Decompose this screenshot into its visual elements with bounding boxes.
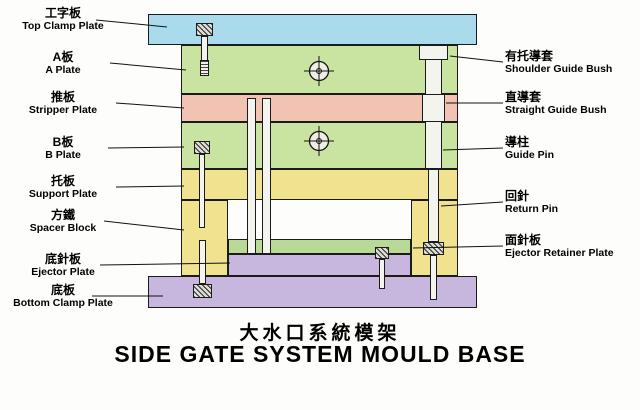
label-support-plate: 托板 Support Plate <box>0 174 126 201</box>
ejector-screw-shaft <box>379 259 385 289</box>
label-stripper-plate: 推板 Stripper Plate <box>0 90 126 117</box>
label-bottom-clamp-plate: 底板 Bottom Clamp Plate <box>0 283 126 310</box>
screw-shaft-mid-left <box>199 154 205 228</box>
label-en: B Plate <box>45 149 81 161</box>
screw-shaft-bottom-left <box>199 240 206 284</box>
label-cn: B板 <box>52 135 74 149</box>
label-guide-pin: 導柱 Guide Pin <box>505 135 639 162</box>
shoulder-guide-bush <box>419 45 448 60</box>
label-return-pin: 回針 Return Pin <box>505 189 639 216</box>
label-cn: 直導套 <box>505 90 542 104</box>
label-shoulder-guide-bush: 有托導套 Shoulder Guide Bush <box>505 49 639 76</box>
label-top-clamp-plate: 工字板 Top Clamp Plate <box>0 6 126 33</box>
label-en: Guide Pin <box>505 149 555 161</box>
screw-thread-top-left-icon <box>200 60 209 76</box>
label-cn: 導柱 <box>505 135 530 149</box>
label-cn: 工字板 <box>44 6 81 20</box>
label-en: A Plate <box>45 64 81 76</box>
label-cn: A板 <box>52 50 74 64</box>
label-cn: 有托導套 <box>505 49 554 63</box>
support-plate <box>181 169 458 200</box>
label-en: Bottom Clamp Plate <box>13 297 113 309</box>
label-en: Ejector Plate <box>31 266 95 278</box>
socket-screw-front-top-icon <box>304 56 334 86</box>
label-b-plate: B板 B Plate <box>0 135 126 162</box>
label-ejector-retainer-plate: 面針板 Ejector Retainer Plate <box>505 233 639 260</box>
screw-head-top-left-icon <box>196 23 213 36</box>
socket-screw-front-bottom-icon <box>304 126 334 156</box>
label-a-plate: A板 A Plate <box>0 50 126 77</box>
label-cn: 底板 <box>50 283 75 297</box>
diagram-title-chinese: 大水口系統模架 <box>239 323 401 344</box>
label-ejector-plate: 底針板 Ejector Plate <box>0 252 126 279</box>
ejector-retainer-plate <box>228 239 411 254</box>
return-pin-center <box>262 98 271 254</box>
diagram-title-english: SIDE GATE SYSTEM MOULD BASE <box>114 341 526 367</box>
screw-head-bottom-left-icon <box>193 284 212 298</box>
screw-head-mid-left-icon <box>194 141 210 154</box>
leader-support-plate <box>115 185 185 188</box>
screw-head-right-icon <box>423 242 444 255</box>
return-pin-right <box>428 169 439 242</box>
screw-shaft-top-left <box>201 36 208 62</box>
return-pin-left <box>247 98 256 254</box>
label-cn: 回針 <box>505 189 530 203</box>
label-en: Ejector Retainer Plate <box>505 247 614 259</box>
label-cn: 推板 <box>50 90 75 104</box>
label-cn: 底針板 <box>44 252 81 266</box>
label-straight-guide-bush: 直導套 Straight Guide Bush <box>505 90 639 117</box>
label-spacer-block: 方鐵 Spacer Block <box>0 208 126 235</box>
leader-stripper-plate <box>115 102 185 109</box>
stripper-plate <box>181 94 458 122</box>
label-en: Shoulder Guide Bush <box>505 63 613 75</box>
label-cn: 托板 <box>50 174 75 188</box>
ejector-screw-head-icon <box>375 247 389 259</box>
screw-shaft-right <box>430 255 437 300</box>
label-en: Support Plate <box>28 188 98 200</box>
label-en: Spacer Block <box>29 222 97 234</box>
label-en: Straight Guide Bush <box>505 104 607 116</box>
label-en: Return Pin <box>505 203 559 215</box>
straight-guide-bush <box>422 94 445 122</box>
label-cn: 面針板 <box>505 233 542 247</box>
label-en: Stripper Plate <box>28 104 98 116</box>
label-cn: 方鐵 <box>50 208 75 222</box>
label-en: Top Clamp Plate <box>22 20 104 32</box>
